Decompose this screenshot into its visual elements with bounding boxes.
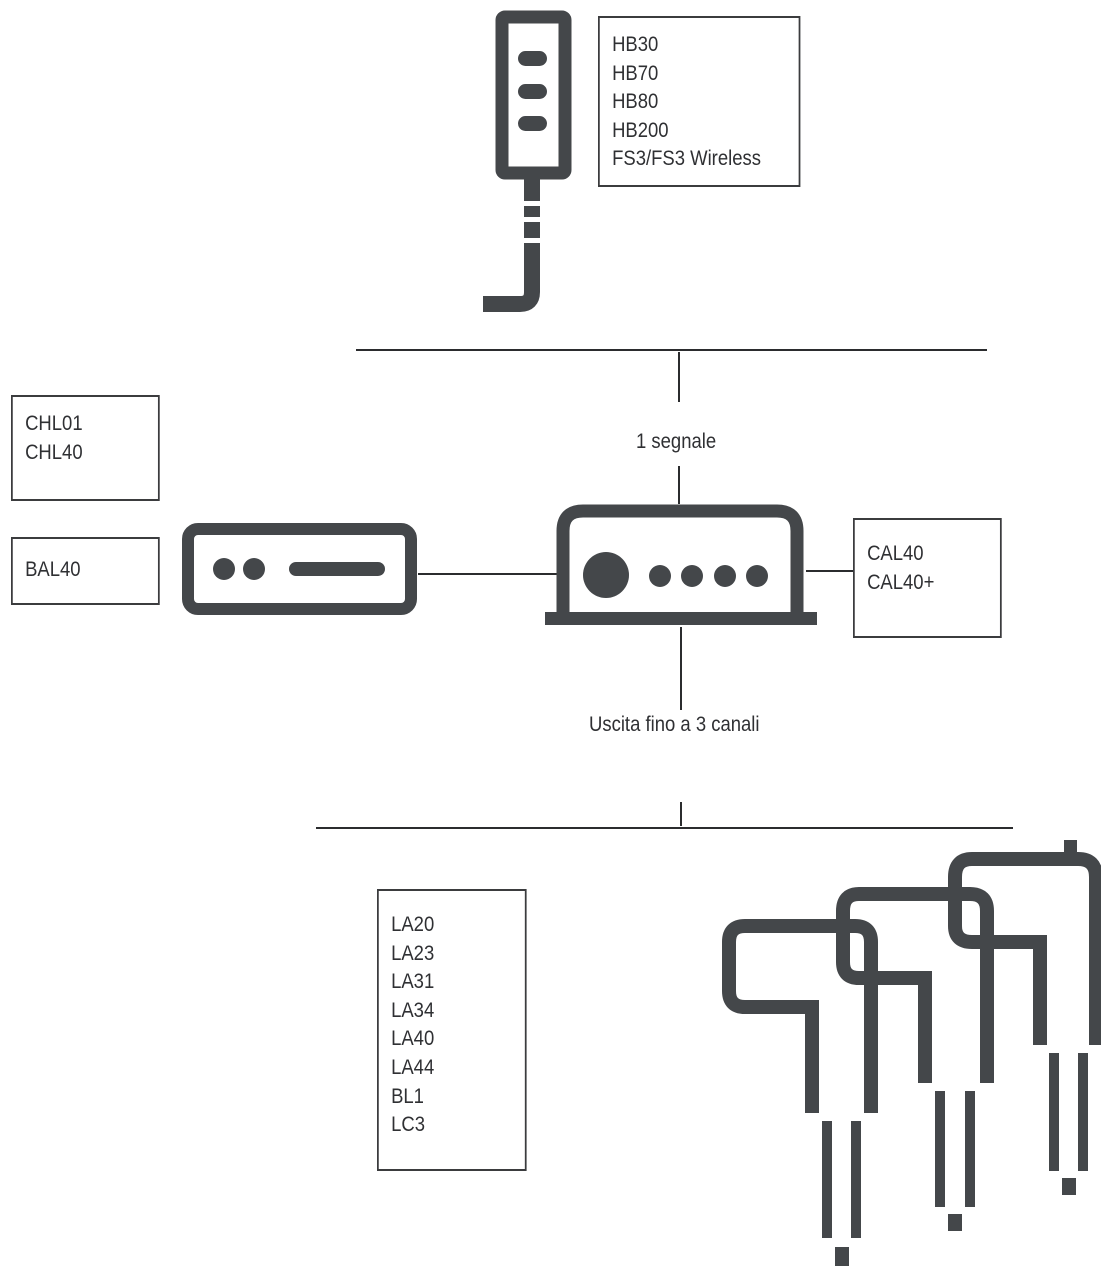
linear-actuator-icon <box>722 919 878 1266</box>
charger-models-item: CHL40 <box>25 440 83 464</box>
control-box-models-item: CAL40 <box>867 542 924 565</box>
control-box-models-item: CAL40+ <box>867 570 935 594</box>
handset-icon <box>483 10 572 312</box>
actuators-icon <box>722 840 1101 1266</box>
actuator-models-item: LA23 <box>391 941 435 965</box>
battery-models-box: BAL40 <box>11 537 160 605</box>
battery-icon <box>182 523 417 615</box>
actuator-models-item: LA44 <box>391 1055 435 1079</box>
connector-lines <box>316 349 1013 829</box>
control-box-icon <box>545 504 817 625</box>
actuator-models-item: LC3 <box>391 1113 425 1137</box>
handset-models-item: HB70 <box>612 61 659 85</box>
actuator-models-item: LA20 <box>391 913 435 936</box>
actuator-models-item: LA31 <box>391 970 435 994</box>
signal-label: 1 segnale <box>636 430 717 453</box>
actuator-models-item: BL1 <box>391 1084 424 1108</box>
handset-models-item: FS3/FS3 Wireless <box>612 147 761 171</box>
battery-models-item: BAL40 <box>25 558 81 581</box>
charger-models-item: CHL01 <box>25 412 83 435</box>
handset-models-item: HB30 <box>612 33 659 56</box>
handset-models-item: HB80 <box>612 90 659 114</box>
actuator-models-item: LA34 <box>391 998 435 1022</box>
output-label: Uscita fino a 3 canali <box>589 713 760 736</box>
actuator-models-item: LA40 <box>391 1027 435 1051</box>
handset-models-item: HB200 <box>612 118 669 142</box>
linear-actuator-icon <box>948 840 1101 1195</box>
